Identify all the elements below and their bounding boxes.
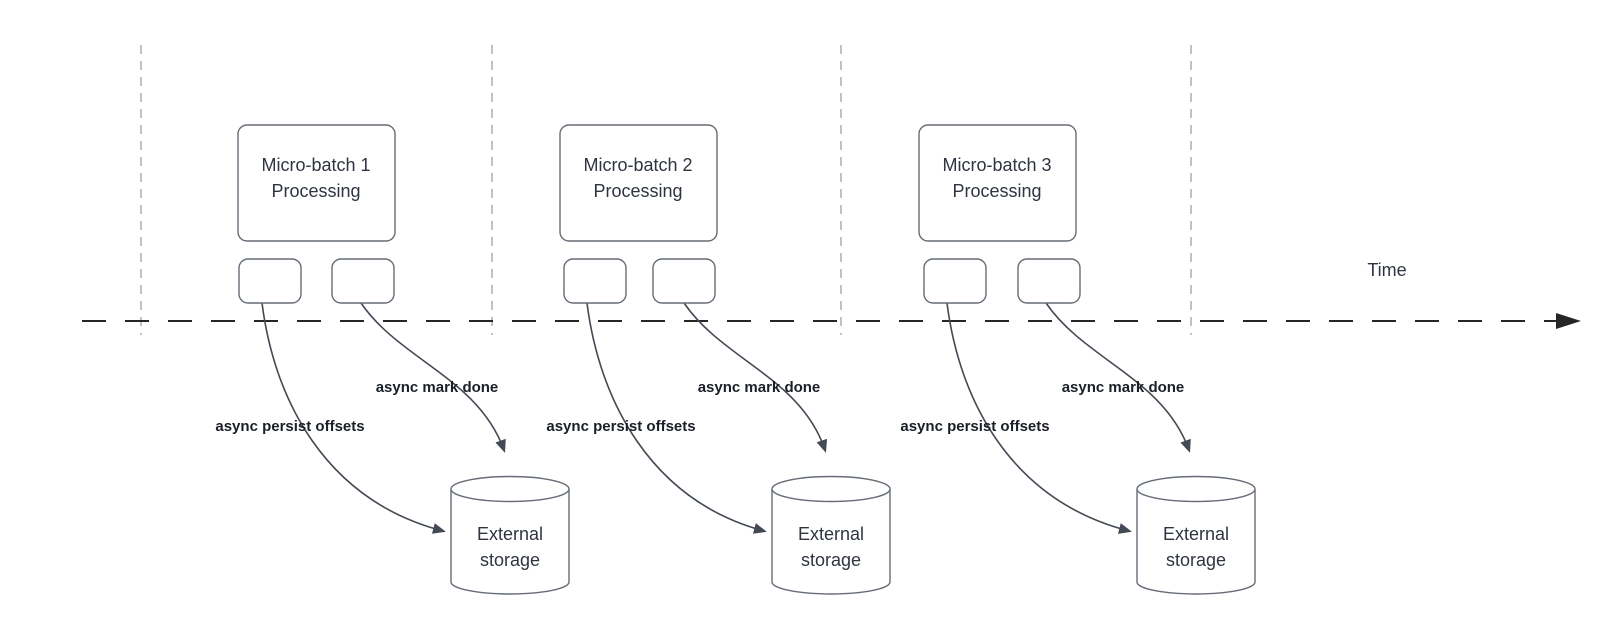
external-storage-cylinder-3 [1136, 489, 1256, 595]
micro-batch-2-offset-task-box [563, 258, 627, 304]
async-mark-done-arrow-3 [1045, 302, 1191, 453]
micro-batch-3-box [918, 124, 1077, 242]
async-persist-offsets-label-1: async persist offsets [215, 418, 364, 435]
micro-batch-2-done-task-box [652, 258, 716, 304]
micro-batch-1-box [237, 124, 396, 242]
async-persist-offsets-label-3: async persist offsets [900, 418, 1049, 435]
external-storage-1-line1: External [477, 524, 543, 544]
micro-batch-3-title-line2: Processing [952, 181, 1041, 201]
external-storage-3-line1: External [1163, 524, 1229, 544]
async-persist-offsets-arrow-1 [261, 302, 446, 534]
external-storage-cylinder-3-top [1136, 475, 1256, 503]
async-persist-offsets-arrow-3 [946, 302, 1132, 534]
external-storage-2-line2: storage [801, 550, 861, 570]
external-storage-1-line2: storage [480, 550, 540, 570]
async-mark-done-arrow-1 [360, 302, 506, 453]
micro-batch-1-title-line2: Processing [271, 181, 360, 201]
micro-batch-3-title-line1: Micro-batch 3 [942, 155, 1051, 175]
micro-batch-3-offset-task-box [923, 258, 987, 304]
external-storage-cylinder-2 [771, 489, 891, 595]
external-storage-2-line1: External [798, 524, 864, 544]
timeline-arrowhead-icon [1556, 313, 1581, 329]
external-storage-cylinder-1 [450, 489, 570, 595]
timeline-label: Time [1367, 260, 1406, 280]
async-persist-offsets-label-2: async persist offsets [546, 418, 695, 435]
async-mark-done-arrow-2 [683, 302, 828, 453]
async-mark-done-label-3: async mark done [1062, 379, 1185, 396]
external-storage-cylinder-2-top [771, 475, 891, 503]
micro-batch-2-title-line1: Micro-batch 2 [583, 155, 692, 175]
external-storage-cylinder-1-top [450, 475, 570, 503]
micro-batch-1-title-line1: Micro-batch 1 [261, 155, 370, 175]
async-mark-done-label-2: async mark done [698, 379, 821, 396]
micro-batch-2-box [559, 124, 718, 242]
async-mark-done-label-1: async mark done [376, 379, 499, 396]
micro-batch-3-done-task-box [1017, 258, 1081, 304]
micro-batch-1-done-task-box [331, 258, 395, 304]
async-persist-offsets-arrow-2 [586, 302, 767, 534]
external-storage-3-line2: storage [1166, 550, 1226, 570]
micro-batch-2-title-line2: Processing [593, 181, 682, 201]
micro-batch-1-offset-task-box [238, 258, 302, 304]
